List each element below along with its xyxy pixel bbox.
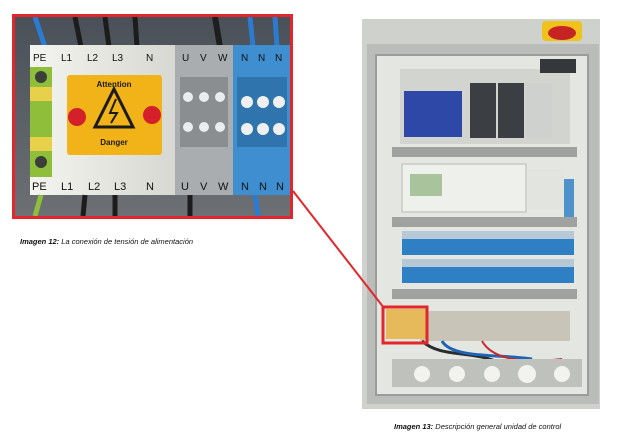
terminal-label: U bbox=[182, 53, 189, 64]
terminal-top-labels: PE L1 L2 L3 N U V W N N N bbox=[33, 53, 282, 64]
terminal-label: N bbox=[258, 53, 265, 64]
caption-image-12-prefix: Imagen 12: bbox=[20, 237, 60, 246]
caption-image-12: Imagen 12: La conexión de tensión de ali… bbox=[20, 237, 193, 246]
terminal-label: L3 bbox=[114, 181, 126, 193]
warning-danger-text: Danger bbox=[100, 138, 128, 147]
terminal-label: N bbox=[276, 181, 284, 193]
caption-image-13-prefix: Imagen 13: bbox=[394, 422, 434, 431]
terminal-label: L2 bbox=[88, 181, 100, 193]
terminal-label: PE bbox=[33, 53, 47, 64]
terminal-label: N bbox=[259, 181, 267, 193]
terminal-label: L3 bbox=[112, 53, 124, 64]
terminal-label: L1 bbox=[61, 53, 73, 64]
terminal-label: N bbox=[146, 181, 154, 193]
terminal-block-drawing: PE L1 L2 L3 N U V W N N N Attention Dang… bbox=[15, 17, 290, 216]
caption-image-12-text: La conexión de tensión de alimentación bbox=[59, 237, 194, 246]
caption-image-13: Imagen 13: Descripción general unidad de… bbox=[394, 422, 561, 431]
caption-image-13-text: Descripción general unidad de control bbox=[433, 422, 562, 431]
control-unit-photo bbox=[362, 19, 600, 409]
terminal-label: W bbox=[218, 53, 228, 64]
control-cabinet-drawing bbox=[362, 19, 600, 409]
terminal-label: U bbox=[181, 181, 189, 193]
terminal-label: N bbox=[241, 53, 248, 64]
terminal-label: N bbox=[146, 53, 153, 64]
terminal-label: N bbox=[275, 53, 282, 64]
terminal-label: PE bbox=[32, 181, 47, 193]
terminal-label: V bbox=[200, 53, 207, 64]
terminal-label: L2 bbox=[87, 53, 99, 64]
terminal-bottom-labels: PE L1 L2 L3 N U V W N N N bbox=[32, 181, 284, 193]
warning-attention-text: Attention bbox=[96, 80, 131, 89]
terminal-label: N bbox=[241, 181, 249, 193]
highlight-box bbox=[381, 305, 429, 345]
terminal-label: V bbox=[200, 181, 208, 193]
terminal-label: L1 bbox=[61, 181, 73, 193]
terminal-label: W bbox=[218, 181, 229, 193]
supply-connection-photo: PE L1 L2 L3 N U V W N N N Attention Dang… bbox=[12, 14, 293, 219]
